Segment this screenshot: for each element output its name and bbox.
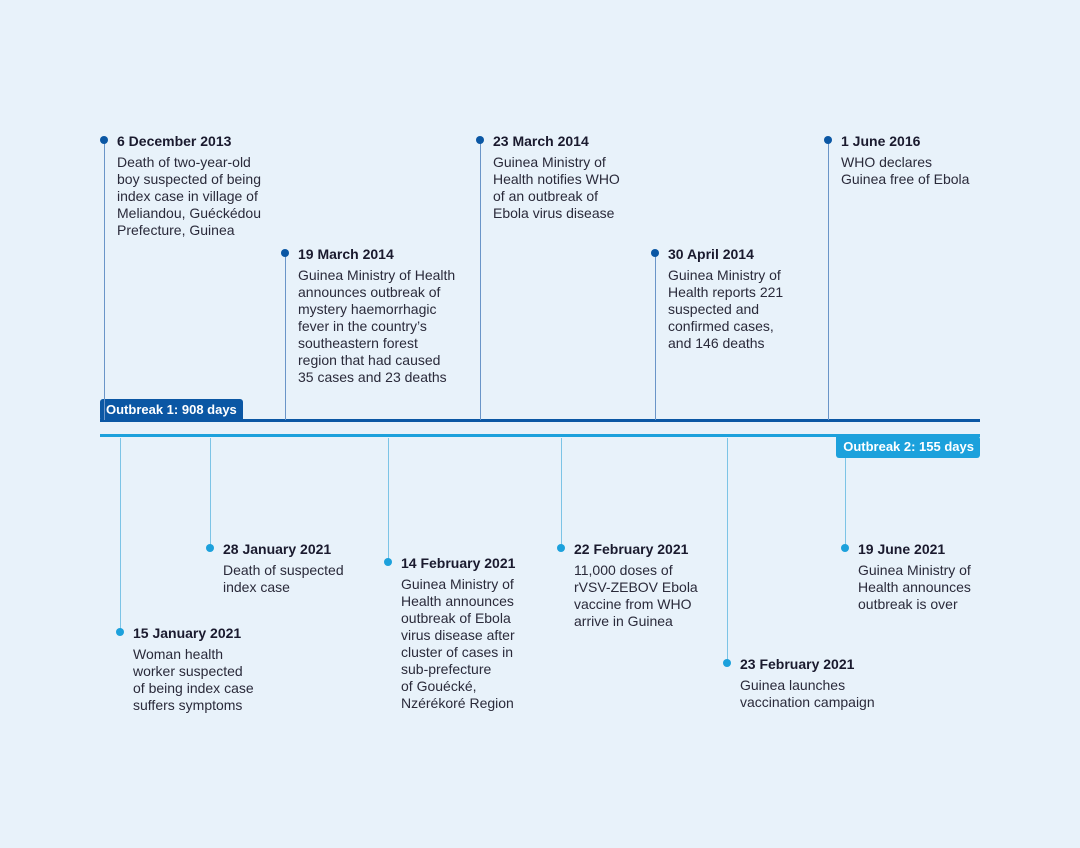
event-marker	[841, 544, 849, 552]
event-marker	[651, 249, 659, 257]
event-marker	[824, 136, 832, 144]
event-connector	[727, 438, 728, 663]
event-marker	[281, 249, 289, 257]
event-connector	[210, 438, 211, 548]
event-connector	[104, 140, 105, 420]
event-description: Guinea launches vaccination campaign	[740, 677, 875, 710]
event-date: 6 December 2013	[117, 133, 232, 149]
event-date: 19 March 2014	[298, 246, 394, 262]
event-connector	[480, 140, 481, 420]
event-connector	[845, 458, 846, 548]
event-date: 28 January 2021	[223, 541, 332, 557]
event-description: Guinea Ministry of Health announces outb…	[298, 267, 456, 385]
event-date: 14 February 2021	[401, 555, 516, 571]
event-date: 15 January 2021	[133, 625, 242, 641]
event-description: 11,000 doses of rVSV-ZEBOV Ebola vaccine…	[574, 562, 698, 629]
event-marker	[476, 136, 484, 144]
event-description: Guinea Ministry of Health notifies WHO o…	[493, 154, 620, 221]
event-description: Death of two-year-old boy suspected of b…	[117, 154, 261, 238]
event-description: Guinea Ministry of Health announces outb…	[401, 576, 515, 711]
event-description: Woman health worker suspected of being i…	[133, 646, 254, 713]
event-connector	[828, 140, 829, 420]
outbreak-2-axis	[100, 434, 980, 437]
outbreak-1-axis	[100, 419, 980, 422]
event-date: 19 June 2021	[858, 541, 946, 557]
event-date: 1 June 2016	[841, 133, 921, 149]
event-date: 23 March 2014	[493, 133, 589, 149]
event-marker	[116, 628, 124, 636]
event-connector	[655, 253, 656, 420]
event-description: Guinea Ministry of Health announces outb…	[858, 562, 971, 612]
event-connector	[388, 438, 389, 562]
event-description: Guinea Ministry of Health reports 221 su…	[668, 267, 784, 351]
event-date: 23 February 2021	[740, 656, 855, 672]
timeline-event: 22 February 2021 11,000 doses of rVSV-ZEB…	[574, 540, 698, 630]
event-marker	[723, 659, 731, 667]
outbreak-2-label: Outbreak 2: 155 days	[836, 436, 980, 458]
event-connector	[120, 438, 121, 632]
event-date: 30 April 2014	[668, 246, 754, 262]
event-connector	[561, 438, 562, 548]
event-description: WHO declares Guinea free of Ebola	[841, 154, 970, 187]
event-marker	[206, 544, 214, 552]
event-marker	[557, 544, 565, 552]
outbreak-1-label: Outbreak 1: 908 days	[100, 399, 243, 421]
event-marker	[100, 136, 108, 144]
event-marker	[384, 558, 392, 566]
event-description: Death of suspected index case	[223, 562, 344, 595]
event-date: 22 February 2021	[574, 541, 689, 557]
event-connector	[285, 253, 286, 420]
